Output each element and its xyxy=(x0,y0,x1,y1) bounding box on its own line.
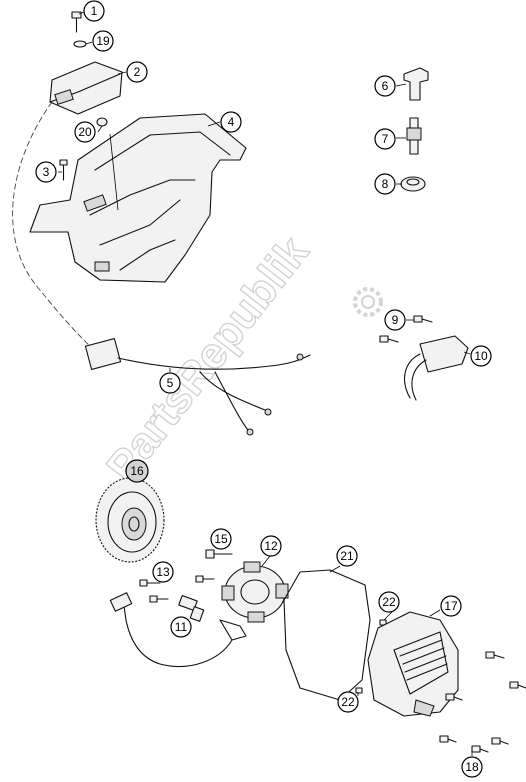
svg-text:7: 7 xyxy=(382,132,389,146)
part-washer-19 xyxy=(73,40,87,48)
callout-6: 6 xyxy=(374,75,396,97)
svg-text:17: 17 xyxy=(444,599,458,613)
cable-route-dashed xyxy=(12,101,97,353)
callout-12: 12 xyxy=(260,535,282,557)
svg-text:2: 2 xyxy=(134,65,141,79)
callout-15: 15 xyxy=(210,528,232,550)
callout-18: 18 xyxy=(461,756,483,778)
part-seal-8 xyxy=(400,176,426,192)
part-ignition-coil-10 xyxy=(404,335,469,401)
svg-text:3: 3 xyxy=(43,165,50,179)
callout-11: 11 xyxy=(170,616,192,638)
callout-7: 7 xyxy=(374,128,396,150)
part-screws-9 xyxy=(379,315,433,343)
svg-text:5: 5 xyxy=(167,376,174,390)
callout-8: 8 xyxy=(374,173,396,195)
svg-text:11: 11 xyxy=(175,620,188,634)
svg-text:12: 12 xyxy=(264,539,278,553)
callout-10: 10 xyxy=(470,345,492,367)
svg-text:13: 13 xyxy=(156,565,170,579)
svg-text:18: 18 xyxy=(465,760,479,774)
svg-text:15: 15 xyxy=(214,532,228,546)
svg-text:1: 1 xyxy=(91,4,98,18)
svg-text:8: 8 xyxy=(382,177,389,191)
callout-17: 17 xyxy=(440,595,462,617)
callout-19: 19 xyxy=(92,30,114,52)
callout-2: 2 xyxy=(126,61,148,83)
svg-text:9: 9 xyxy=(392,313,399,327)
part-screws-13 xyxy=(139,575,215,603)
svg-text:20: 20 xyxy=(78,125,92,139)
part-grommet-20 xyxy=(96,117,108,127)
callout-21: 21 xyxy=(336,545,358,567)
part-spark-plug-cap-6 xyxy=(403,67,429,101)
callout-4: 4 xyxy=(220,111,242,133)
part-screws-18 xyxy=(439,651,526,753)
part-gasket-21 xyxy=(283,569,371,701)
callout-22-lower: 22 xyxy=(337,691,359,713)
callout-16: 16 xyxy=(125,459,149,483)
callout-13: 13 xyxy=(152,561,174,583)
part-pickup-11 xyxy=(178,595,205,622)
part-spark-plug-7 xyxy=(406,117,422,155)
svg-text:22: 22 xyxy=(341,695,355,709)
svg-text:10: 10 xyxy=(474,349,488,363)
part-stator-12 xyxy=(109,561,289,668)
callout-1: 1 xyxy=(83,0,105,22)
svg-text:16: 16 xyxy=(130,464,144,478)
part-bolt-15 xyxy=(205,549,233,559)
part-flywheel-16 xyxy=(95,477,165,563)
svg-text:4: 4 xyxy=(228,115,235,129)
callout-9: 9 xyxy=(384,309,406,331)
leader-lines xyxy=(58,11,473,756)
part-holder-4 xyxy=(29,113,247,283)
callout-20: 20 xyxy=(74,121,96,143)
part-screw-1 xyxy=(71,11,82,33)
callout-22-upper: 22 xyxy=(378,591,400,613)
part-control-unit-2 xyxy=(49,61,123,115)
svg-text:21: 21 xyxy=(340,549,354,563)
svg-text:22: 22 xyxy=(382,595,396,609)
svg-text:6: 6 xyxy=(382,79,389,93)
gear-icon xyxy=(353,287,383,317)
callout-3: 3 xyxy=(35,161,57,183)
part-ignition-cover-17 xyxy=(367,611,459,717)
part-screw-3 xyxy=(59,159,68,181)
part-wiring-harness-5 xyxy=(84,337,311,436)
callout-5: 5 xyxy=(159,372,181,394)
svg-text:19: 19 xyxy=(96,34,110,48)
